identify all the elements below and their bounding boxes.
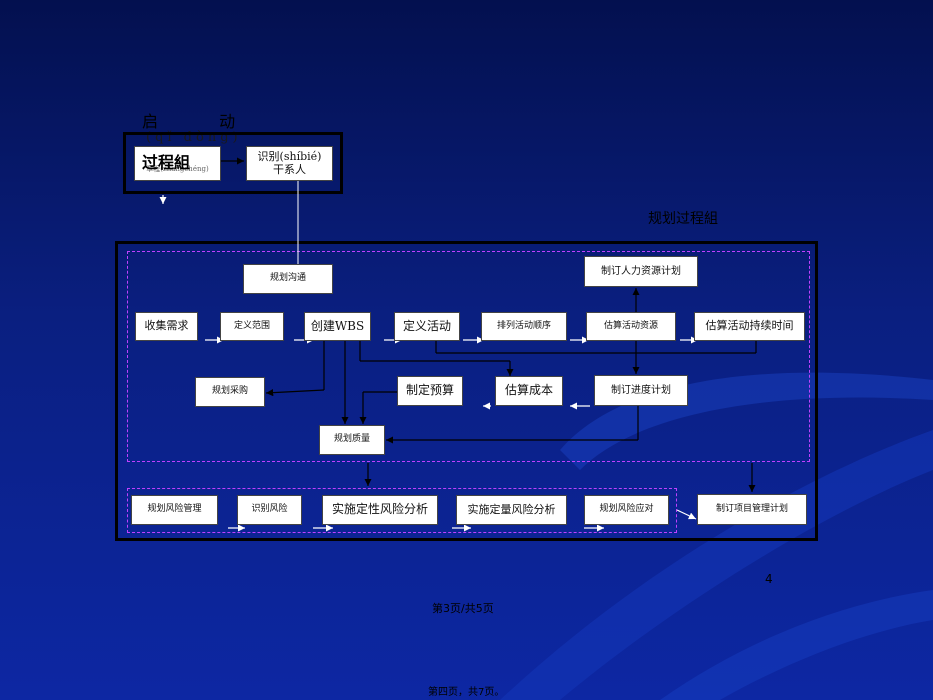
plan-procurement-box: 规划采购 <box>195 377 265 407</box>
estimate-durations-box: 估算活动持续时间 <box>694 312 805 341</box>
develop-pm-plan-box: 制订项目管理计划 <box>697 494 807 525</box>
planning-frame <box>115 241 818 541</box>
risk-dashed-group <box>127 488 677 533</box>
qualitative-risk-analysis-box: 实施定性风险分析 <box>322 495 438 525</box>
initiating-frame <box>123 132 343 194</box>
plan-communications-box: 规划沟通 <box>243 264 333 294</box>
estimate-costs-box: 估算成本 <box>495 376 563 406</box>
define-scope-box: 定义范围 <box>220 312 284 341</box>
stakeholders-line1: 识别(shíbié) <box>257 150 322 164</box>
estimate-resources-box: 估算活动资源 <box>586 312 676 341</box>
stakeholders-line2: 干系人 <box>273 162 306 176</box>
footer-inner: 第3页/共5页 <box>432 602 494 615</box>
create-wbs-box: 创建WBS <box>304 312 371 341</box>
quantitative-risk-analysis-box: 实施定量风险分析 <box>456 495 567 525</box>
develop-charter-box: 章程(zhāngchéng) <box>134 146 221 181</box>
initiating-group-label: 过程組 <box>142 153 191 172</box>
planning-inner-dashed <box>127 251 810 462</box>
planning-title: 规划过程組 <box>648 211 718 227</box>
initiating-title: 启 动 <box>142 112 264 131</box>
identify-stakeholders-box: 识别(shíbié) 干系人 <box>246 146 333 181</box>
define-activities-box: 定义活动 <box>394 312 460 341</box>
develop-schedule-box: 制订进度计划 <box>594 375 688 406</box>
determine-budget-box: 制定预算 <box>397 376 463 406</box>
footer-outer: 第四页，共7页。 <box>428 687 505 698</box>
collect-requirements-box: 收集需求 <box>135 312 198 341</box>
plan-risk-responses-box: 规划风险应对 <box>584 495 669 525</box>
slide-number: 4 <box>765 572 773 586</box>
plan-risk-management-box: 规划风险管理 <box>131 495 218 525</box>
charter-label: 章程(zhāngchéng) <box>146 165 209 174</box>
sequence-activities-box: 排列活动顺序 <box>481 312 567 341</box>
identify-risks-box: 识别风险 <box>237 495 302 525</box>
plan-quality-box: 规划质量 <box>319 425 385 455</box>
develop-hr-plan-box: 制订人力资源计划 <box>584 256 698 287</box>
